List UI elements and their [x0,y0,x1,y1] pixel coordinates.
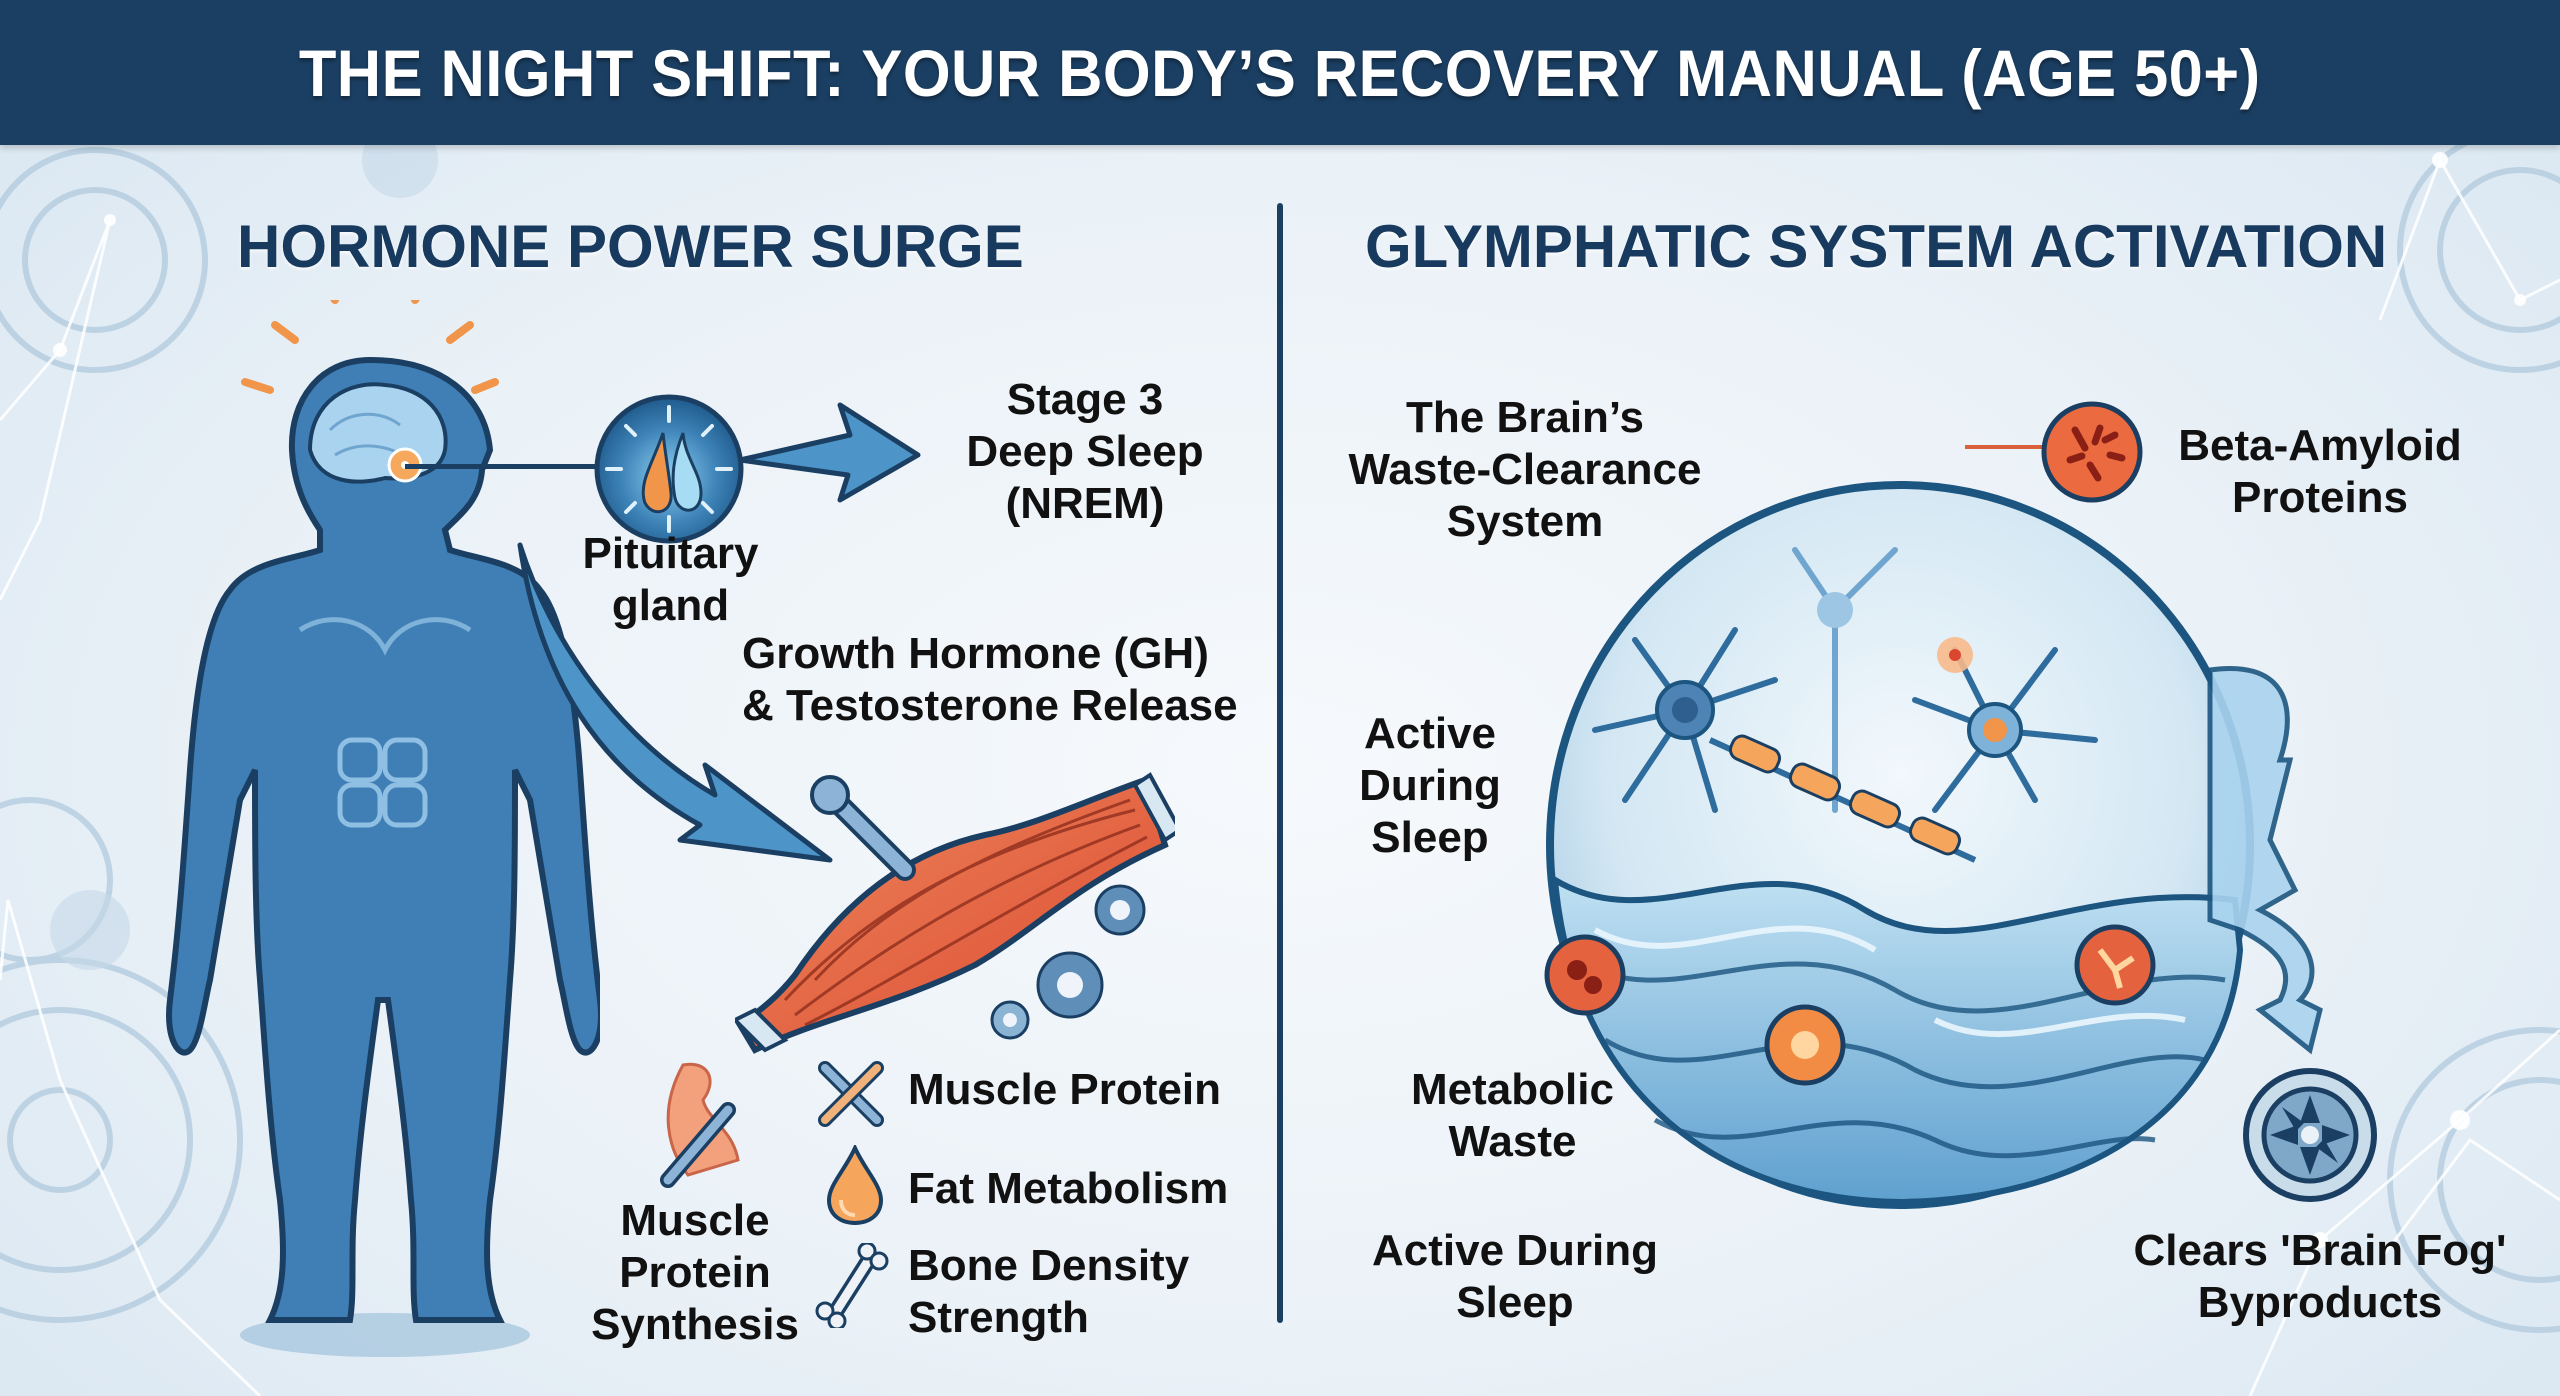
left-panel-title-wrap: HORMONE POWER SURGE [237,212,1024,281]
arrow-right-icon [740,402,921,503]
active-during-sleep-label-1: Active During Sleep [1359,709,1501,862]
pituitary-label: Pituitary gland [582,529,759,630]
hormone-release-label: Growth Hormone (GH) & Testosterone Relea… [742,629,1238,730]
deep-sleep-label: Stage 3 Deep Sleep (NREM) [966,375,1204,528]
benefit-muscle-protein: Muscle Protein [908,1065,1221,1114]
brain-fog-label: Clears 'Brain Fog' Byproducts [2133,1226,2507,1327]
muscle-synthesis-label: Muscle Protein Synthesis [591,1196,799,1349]
beta-amyloid-icon [2041,401,2143,503]
flexed-arm-wrench-icon [660,1062,740,1188]
left-panel-title: HORMONE POWER SURGE [237,213,1024,280]
human-body-figure [166,300,600,1357]
waste-clearance-system-label: The Brain’s Waste-Clearance System [1348,393,1702,546]
abdominal-muscles [337,737,428,828]
panel-divider [1277,203,1283,1323]
glow-rays-icon [241,300,499,394]
pituitary-connector-line [405,464,595,469]
muscle-icon [735,772,1175,1054]
amyloid-pointer-line [1965,445,2045,449]
active-during-sleep-label-2: Active During Sleep [1371,1226,1659,1327]
neuron-icon [1592,547,2098,813]
drain-icon [2243,1068,2377,1202]
right-panel-title-wrap: GLYMPHATIC SYSTEM ACTIVATION [1365,212,2387,281]
waste-particle-icon [1544,924,2156,1086]
fat-drop-icon [826,1145,884,1225]
pituitary-gland-icon [594,394,744,544]
beta-amyloid-label: Beta-Amyloid Proteins [2178,421,2462,522]
page-title: THE NIGHT SHIFT: YOUR BODY’S RECOVERY MA… [299,35,2261,110]
metabolic-waste-label: Metabolic Waste [1411,1065,1614,1166]
axon-myelin [1708,734,1977,863]
wrenches-icon [818,1061,884,1127]
benefit-bone-density: Bone Density Strength [908,1241,1190,1342]
header-banner: THE NIGHT SHIFT: YOUR BODY’S RECOVERY MA… [0,0,2560,145]
benefit-fat-metabolism: Fat Metabolism [908,1164,1229,1213]
flow-arrow-icon [2207,666,2323,1055]
gear-icon [990,884,1146,1040]
wrench-icon [810,775,916,881]
right-panel-title: GLYMPHATIC SYSTEM ACTIVATION [1365,213,2388,280]
bone-icon [815,1243,889,1328]
brain-globe-illustration [1544,481,2254,1209]
